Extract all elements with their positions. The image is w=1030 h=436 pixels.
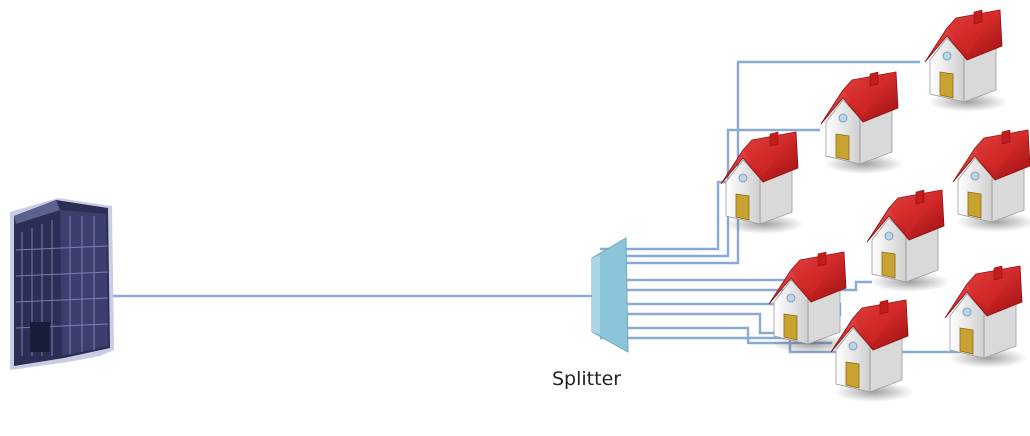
drop-fiber-line <box>600 180 734 251</box>
house-icon <box>866 189 951 293</box>
office-building-icon <box>10 198 114 370</box>
optical-splitter-icon <box>591 237 629 353</box>
house-icon <box>952 129 1030 233</box>
drop-fiber-line <box>600 280 872 292</box>
house-icon <box>924 9 1009 113</box>
house-icon <box>720 131 805 235</box>
splitter-label: Splitter <box>552 368 622 390</box>
drop-fiber-line <box>600 312 780 335</box>
house-icon <box>820 71 905 175</box>
house-icon <box>944 265 1029 369</box>
house-icon <box>830 299 915 403</box>
